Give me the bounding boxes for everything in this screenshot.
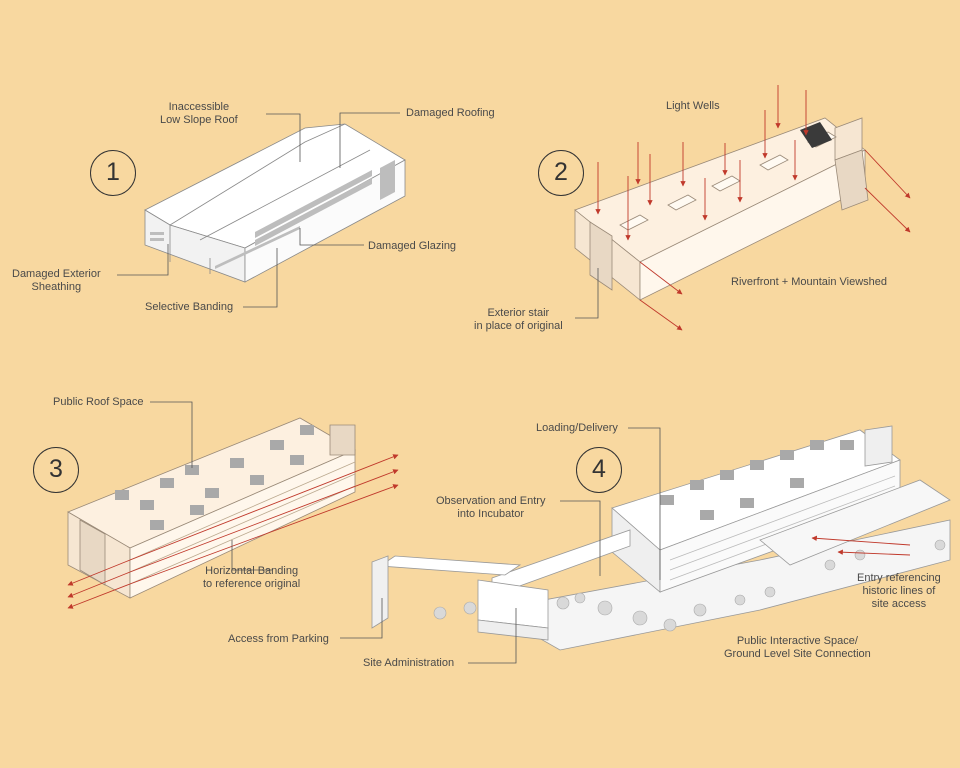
step-2-badge: 2 bbox=[538, 150, 584, 196]
label-loading-delivery: Loading/Delivery bbox=[536, 422, 618, 434]
panel4-campus bbox=[371, 425, 951, 651]
label-exterior-stair: Exterior stair in place of original bbox=[474, 307, 563, 332]
label-damaged-roofing: Damaged Roofing bbox=[406, 107, 495, 119]
label-damaged-sheathing: Damaged Exterior Sheathing bbox=[12, 268, 101, 293]
label-access-parking: Access from Parking bbox=[228, 633, 329, 645]
panel2-light-well-arrows bbox=[595, 85, 809, 241]
label-selective-banding: Selective Banding bbox=[145, 301, 234, 313]
panel4-trees bbox=[433, 539, 946, 632]
label-public-interactive-space: Public Interactive Space/ Ground Level S… bbox=[724, 635, 871, 660]
panel3-building bbox=[67, 417, 356, 599]
panel3-leaders bbox=[150, 401, 272, 571]
label-observation-entry: Observation and Entry into Incubator bbox=[436, 495, 546, 520]
label-viewshed: Riverfront + Mountain Viewshed bbox=[731, 276, 888, 288]
panel2-building bbox=[574, 117, 869, 301]
label-horizontal-banding: Horizontal Banding to reference original bbox=[203, 565, 301, 590]
panel4-leaders bbox=[340, 427, 661, 664]
panel2-leaders bbox=[575, 268, 599, 319]
label-public-roof-space: Public Roof Space bbox=[53, 396, 144, 408]
label-inaccessible-roof: Inaccessible Low Slope Roof bbox=[160, 101, 238, 126]
label-entry-historic: Entry referencing historic lines of site… bbox=[857, 572, 941, 610]
panel2-view-arrows bbox=[639, 149, 911, 331]
step-4-badge: 4 bbox=[576, 447, 622, 493]
panel1-building bbox=[144, 123, 406, 283]
panel4-entry-arrows bbox=[811, 535, 911, 556]
panel1-leaders bbox=[117, 112, 400, 308]
panel3-banding-arrows bbox=[67, 454, 399, 609]
label-light-wells: Light Wells bbox=[666, 100, 720, 112]
step-1-badge: 1 bbox=[90, 150, 136, 196]
label-site-administration: Site Administration bbox=[363, 657, 455, 669]
label-damaged-glazing: Damaged Glazing bbox=[368, 240, 457, 252]
step-3-badge: 3 bbox=[33, 447, 79, 493]
